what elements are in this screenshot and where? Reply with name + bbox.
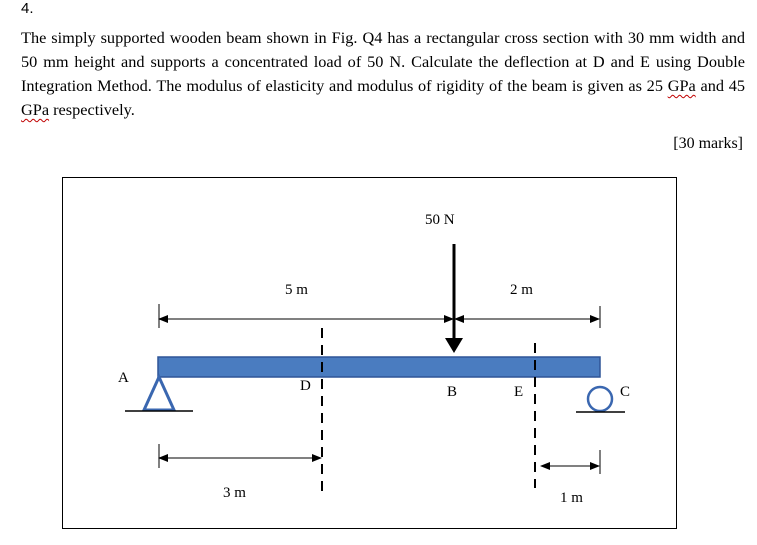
load-arrow (445, 244, 463, 353)
dim-label-1m: 1 m (560, 490, 583, 506)
load-label: 50 N (425, 212, 455, 228)
pin-support-a (125, 373, 193, 412)
question-number: 4. (21, 0, 34, 17)
point-label-b: B (447, 384, 458, 400)
beam (157, 356, 601, 378)
question-text-part1: The simply supported wooden beam shown i… (21, 28, 745, 95)
point-label-c: C (620, 384, 631, 400)
unit-gpa-1: GPa (667, 76, 696, 95)
question-text-part2: and 45 (695, 76, 745, 95)
dimension-2m (454, 306, 601, 328)
point-label-d: D (300, 378, 311, 394)
dim-label-3m: 3 m (223, 485, 246, 501)
beam-figure: 50 N 5 m 2 m A D B E C 3 m 1 m (62, 177, 677, 529)
dim-label-5m: 5 m (285, 282, 308, 298)
dim-label-2m: 2 m (510, 282, 533, 298)
point-label-a: A (118, 370, 129, 386)
dimension-3m (158, 444, 322, 468)
dimension-1m (540, 450, 601, 474)
marks-label: [30 marks] (673, 135, 743, 152)
beam-diagram (125, 244, 625, 496)
dimension-5m (158, 304, 454, 328)
question-text: The simply supported wooden beam shown i… (21, 26, 745, 122)
roller-support-c (576, 385, 625, 413)
question-text-part3: respectively. (49, 100, 135, 119)
unit-gpa-2: GPa (21, 100, 50, 119)
point-label-e: E (514, 384, 524, 400)
